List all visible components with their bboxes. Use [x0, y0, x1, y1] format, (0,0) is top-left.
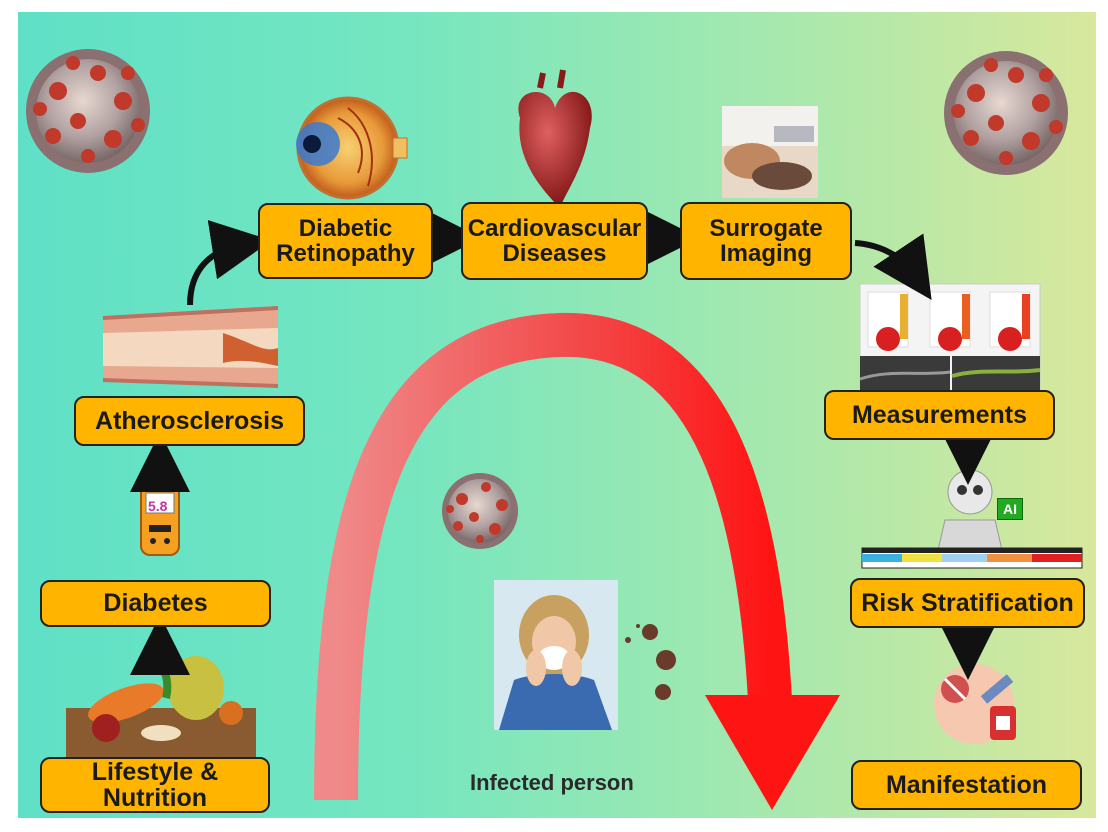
virus-icon [944, 51, 1068, 175]
node-manifestation: Manifestation [851, 760, 1082, 810]
heart-icon [518, 70, 591, 208]
infected-person-caption: Infected person [470, 770, 634, 796]
droplets-icon [625, 624, 676, 700]
virus-icon [442, 473, 518, 549]
sneezing-person-icon [494, 580, 618, 730]
node-lifestyle: Lifestyle & Nutrition [40, 757, 270, 813]
risk-bar-icon [862, 548, 1082, 568]
food-icon [66, 656, 256, 768]
artery-icon [103, 308, 278, 386]
ai-label: AI [997, 498, 1023, 520]
eye-icon [296, 98, 407, 198]
node-cardiovascular-diseases: Cardiovascular Diseases [461, 202, 648, 280]
glucometer-reading: 5.8 [148, 498, 167, 514]
ultrasound-photo-icon [722, 106, 818, 198]
big-curved-arrow [336, 335, 840, 810]
glucometer-icon [141, 475, 179, 555]
node-atherosclerosis: Atherosclerosis [74, 396, 305, 446]
chart-icon [860, 284, 1040, 394]
node-diabetic-retinopathy: Diabetic Retinopathy [258, 203, 433, 279]
node-measurements: Measurements [824, 390, 1055, 440]
node-diabetes: Diabetes [40, 580, 271, 627]
node-risk-stratification: Risk Stratification [850, 578, 1085, 628]
vaccine-icon [934, 664, 1016, 744]
robot-icon [938, 470, 1002, 550]
node-surrogate-imaging: Surrogate Imaging [680, 202, 852, 280]
virus-icon [26, 49, 150, 173]
